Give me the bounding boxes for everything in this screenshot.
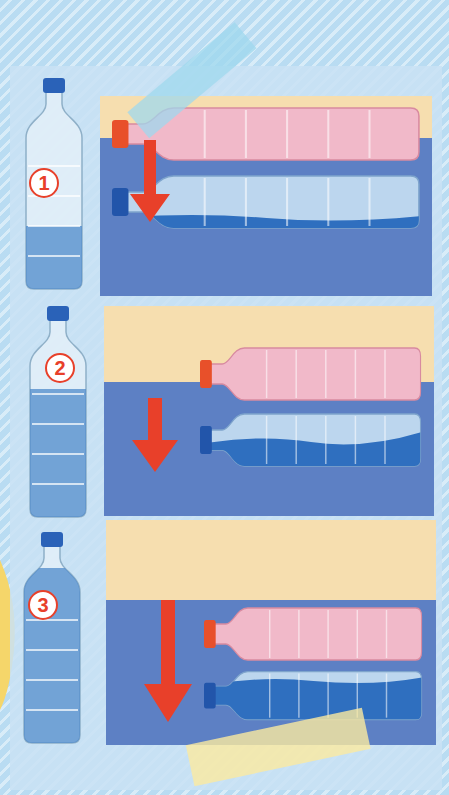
standing-bottle [22,532,82,748]
card [10,66,442,790]
water-bottle [204,672,423,724]
tape [127,22,256,138]
callout-circle: 2 [45,353,75,383]
callout-number: 1 [38,173,49,193]
down-arrow [144,600,192,722]
callout-number: 3 [37,595,48,615]
down-arrow [132,398,178,472]
down-arrow [130,140,170,222]
panel [104,306,434,516]
panel [106,520,436,745]
water-bottle [200,414,422,470]
empty-bottle [200,348,421,400]
callout-number: 2 [54,358,65,378]
callout-circle: 3 [28,590,58,620]
standing-bottle [24,78,84,296]
standing-bottle [28,306,88,524]
empty-bottle [204,608,422,660]
tape [186,708,371,787]
callout-circle: 1 [29,168,59,198]
